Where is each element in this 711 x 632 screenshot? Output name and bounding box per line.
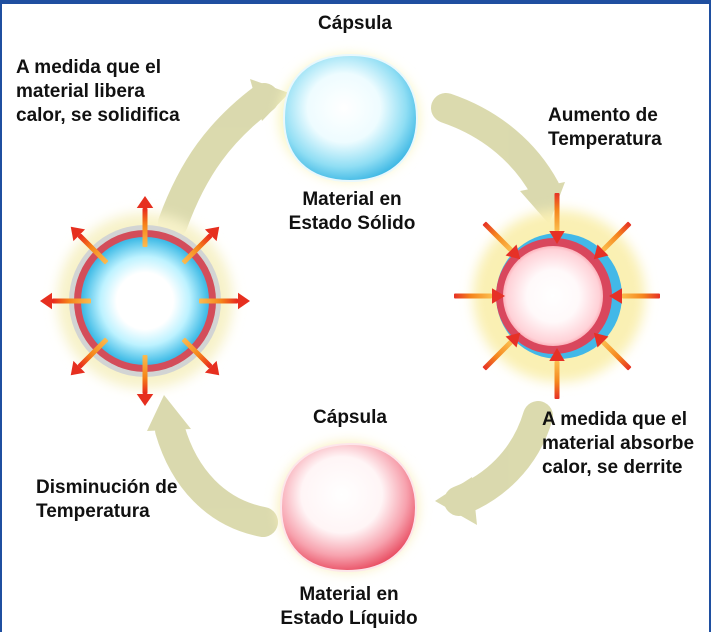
right-border: [709, 0, 711, 632]
inward-heat-arrow: [593, 332, 632, 371]
temperature-increase-label: Aumento de Temperatura: [548, 104, 662, 152]
outward-heat-arrow: [136, 355, 154, 406]
solid-state-line-2: Estado Sólido: [288, 213, 416, 234]
release-heat-line-3: calor, se solidifica: [16, 105, 180, 126]
left-border: [0, 0, 2, 632]
inward-heat-arrow: [593, 221, 632, 260]
liquid-state-label: Material en Estado Líquido: [264, 583, 434, 631]
absorb-heat-label: A medida que el material absorbe calor, …: [542, 408, 694, 480]
absorb-heat-line-3: calor, se derrite: [542, 457, 683, 478]
liquid-state-line-2: Estado Líquido: [280, 608, 418, 629]
outward-heat-arrow: [181, 337, 220, 376]
melting-capsule-icon: [454, 193, 660, 399]
temperature-decrease-line-1: Disminución de: [36, 477, 178, 498]
inward-heat-arrow: [609, 288, 660, 304]
temperature-increase-line-2: Temperatura: [548, 129, 662, 150]
release-heat-label: A medida que el material libera calor, s…: [16, 56, 180, 128]
solidifying-capsule-icon: [40, 196, 250, 406]
top-capsule-label-text: Cápsula: [318, 13, 392, 34]
bottom-capsule-label-text: Cápsula: [313, 407, 387, 428]
top-border: [0, 0, 711, 4]
cycle-arrow-bottom-right: [435, 401, 553, 525]
solid-state-label: Material en Estado Sólido: [272, 188, 432, 236]
inward-heat-arrow: [549, 348, 565, 399]
inward-heat-arrow: [454, 288, 505, 304]
outward-heat-arrow: [181, 226, 220, 265]
liquid-state-line-1: Material en: [299, 584, 399, 605]
inward-heat-arrow: [482, 221, 521, 260]
cycle-arrow-top-left: [158, 79, 289, 238]
temperature-increase-line-1: Aumento de: [548, 105, 658, 126]
outward-heat-arrow: [70, 226, 109, 265]
absorb-heat-line-1: A medida que el: [542, 409, 687, 430]
solid-capsule-icon: [279, 53, 419, 183]
outward-heat-arrow: [136, 196, 154, 247]
absorb-heat-line-2: material absorbe: [542, 433, 695, 454]
inward-heat-arrow: [482, 332, 521, 371]
outward-heat-arrow: [40, 292, 91, 310]
solid-state-line-1: Material en: [302, 189, 402, 210]
top-capsule-label: Cápsula: [300, 12, 410, 36]
cycle-arrow-bottom-left: [147, 395, 278, 537]
inward-heat-arrow: [549, 193, 565, 244]
temperature-decrease-line-2: Temperatura: [36, 501, 150, 522]
release-heat-line-1: A medida que el: [16, 57, 161, 78]
liquid-capsule-icon: [278, 442, 418, 573]
temperature-decrease-label: Disminución de Temperatura: [36, 476, 177, 524]
cycle-arrow-top-right: [431, 93, 565, 224]
bottom-capsule-label: Cápsula: [295, 406, 405, 430]
outward-heat-arrow: [70, 337, 109, 376]
release-heat-line-2: material libera: [16, 81, 145, 102]
outward-heat-arrow: [199, 292, 250, 310]
